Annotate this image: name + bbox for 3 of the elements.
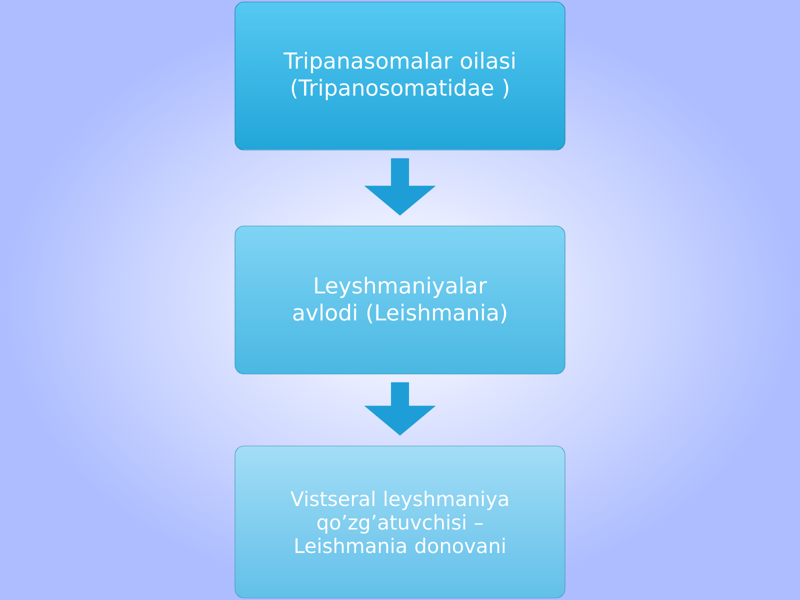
process-box: Leyshmaniyalar avlodi (Leishmania) <box>234 226 566 374</box>
process-box: Vistseral leyshmaniya qo’zg’atuvchisi – Leishmania donovani <box>234 446 566 598</box>
process-box: Tripanasomalar oilasi (Tripanosomatidae ) <box>234 2 566 150</box>
